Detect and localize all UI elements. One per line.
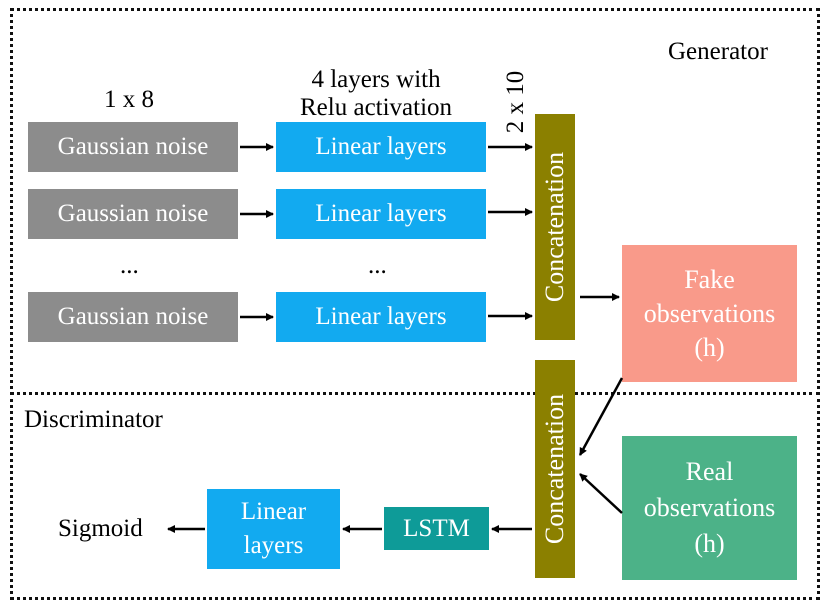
- lstm-box: LSTM: [384, 507, 489, 550]
- layers-description-label: 4 layers with Relu activation: [300, 66, 453, 121]
- fake-observations-box: Fake observations (h): [622, 245, 797, 382]
- discriminator-linear-layers-box: Linear layers: [207, 489, 340, 569]
- linear-ellipsis: ...: [368, 252, 387, 279]
- discriminator-frame: [10, 392, 820, 600]
- arrow-real-disc-concat: [579, 473, 623, 514]
- sigmoid-label: Sigmoid: [58, 515, 143, 542]
- linear-layers-box-2: Linear layers: [276, 189, 486, 239]
- arrow-fake-disc-concat: [578, 377, 624, 456]
- gaussian-noise-box-1: Gaussian noise: [28, 122, 238, 172]
- real-observations-box: Real observations (h): [622, 436, 797, 580]
- gaussian-noise-box-2: Gaussian noise: [28, 189, 238, 239]
- gaussian-noise-box-3: Gaussian noise: [28, 292, 238, 342]
- input-size-label: 1 x 8: [104, 86, 154, 113]
- discriminator-title: Discriminator: [24, 406, 163, 433]
- generator-title: Generator: [668, 38, 768, 65]
- linear-layers-box-1: Linear layers: [276, 122, 486, 172]
- discriminator-concatenation-box: [535, 360, 575, 578]
- noise-ellipsis: ...: [120, 252, 139, 279]
- generator-concatenation-box: [535, 114, 575, 340]
- linear-layers-box-3: Linear layers: [276, 292, 486, 342]
